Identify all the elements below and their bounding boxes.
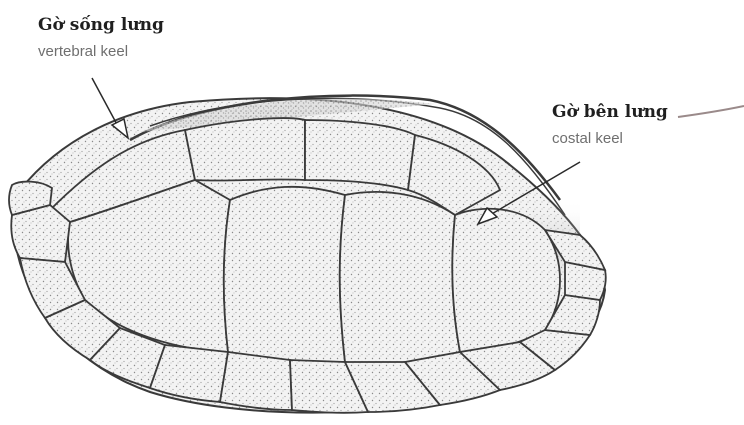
costal-keel-subtitle: costal keel [552,130,623,147]
vertebral-keel-subtitle: vertebral keel [38,43,128,60]
costal-keel-title: Gờ bên lưng [552,102,668,122]
vertebral-keel-title: Gờ sống lưng [38,15,164,35]
vertebral-pointer-line [92,78,120,130]
costal-title-rule [678,106,744,117]
